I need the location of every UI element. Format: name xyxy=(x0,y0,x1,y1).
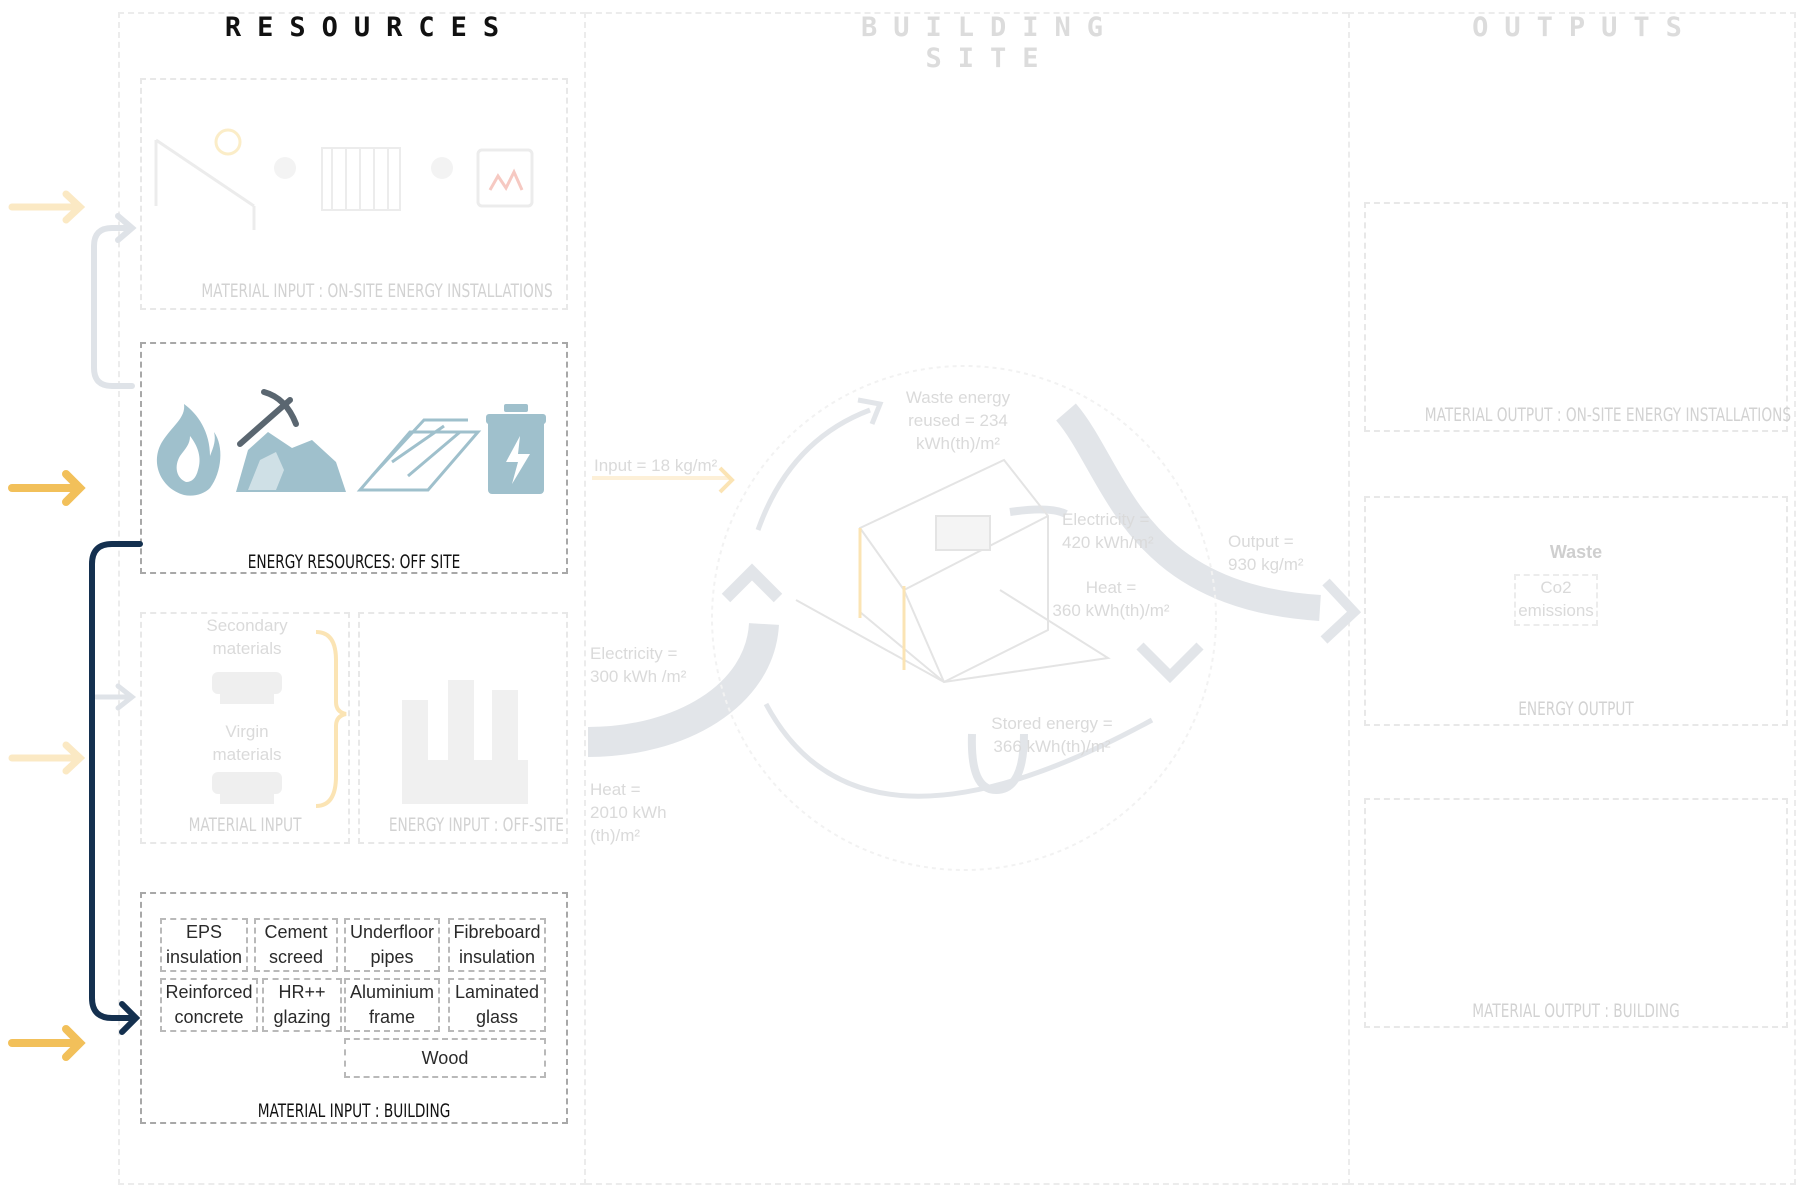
feed-arrow-material xyxy=(8,741,86,775)
co2-box: Co2 emissions xyxy=(1514,574,1598,626)
flow-arrowhead xyxy=(721,563,783,603)
output-building-box: MATERIAL OUTPUT : BUILDING xyxy=(1364,798,1788,1028)
resources-column xyxy=(118,12,586,1185)
material-input-box: Secondary materials Virgin materials MAT… xyxy=(140,612,350,844)
building-site-column xyxy=(586,12,1348,1185)
house-icon xyxy=(795,458,1111,684)
connector-to-onsite xyxy=(91,213,137,389)
stored-energy-label: Stored energy =366 kWh(th)/m² xyxy=(991,714,1113,756)
building-site-title: BUILDING SITE xyxy=(860,12,1120,74)
material-cell-wood: Wood xyxy=(344,1038,546,1078)
onsite-installations-label: MATERIAL INPUT : ON-SITE ENERGY INSTALLA… xyxy=(201,280,553,302)
output-building-label: MATERIAL OUTPUT : BUILDING xyxy=(1472,1000,1680,1022)
brace-icon xyxy=(315,630,347,808)
material-building-label: MATERIAL INPUT : BUILDING xyxy=(257,1100,451,1122)
heat-in-label: Heat =2010 kWh(th)/m² xyxy=(590,780,667,845)
virgin-materials-label: Virgin materials xyxy=(212,722,282,764)
feed-arrow-building xyxy=(8,1025,86,1061)
stove-icon xyxy=(476,148,534,208)
lower-loop-arrow xyxy=(763,702,1154,799)
heat-arrow xyxy=(1009,505,1068,518)
waste-loop-arrow xyxy=(755,407,871,531)
flame-icon xyxy=(156,404,221,496)
output-arrowhead xyxy=(1320,578,1362,644)
heat-out-label: Heat =360 kWh(th)/m² xyxy=(1052,578,1170,620)
material-cell-glazing: HR++glazing xyxy=(262,978,342,1032)
down-arrow xyxy=(1136,642,1204,684)
waste-title: Waste xyxy=(1549,542,1603,562)
feed-arrow-onsite xyxy=(8,190,86,224)
onsite-installations-box: MATERIAL INPUT : ON-SITE ENERGY INSTALLA… xyxy=(140,78,568,310)
resources-title: RESOURCES xyxy=(224,12,516,43)
output-flow xyxy=(1055,403,1321,621)
output-onsite-label: MATERIAL OUTPUT : ON-SITE ENERGY INSTALL… xyxy=(1424,404,1792,426)
electricity-out-label: Electricity =420 kWh/m² xyxy=(1062,510,1154,552)
solar-panel-icon xyxy=(154,128,256,230)
power-plant-icon xyxy=(402,680,528,804)
collector-icon xyxy=(321,147,401,211)
battery-bin-icon xyxy=(486,404,546,494)
storage-loop xyxy=(967,733,1028,795)
material-input-label: MATERIAL INPUT xyxy=(188,814,302,836)
secondary-materials-label: Secondary materials xyxy=(206,616,288,658)
energy-output-box: Waste Co2 emissions ENERGY OUTPUT xyxy=(1364,496,1788,726)
output-label: Output =930 kg/m² xyxy=(1228,532,1304,574)
pickaxe-icon xyxy=(236,389,346,492)
plus-icon xyxy=(274,157,296,179)
energy-input-offsite-box: ENERGY INPUT : OFF-SITE xyxy=(358,612,568,844)
energy-offsite-label: ENERGY RESOURCES: OFF SITE xyxy=(247,551,461,573)
energy-in-flow xyxy=(587,622,779,757)
site-circle xyxy=(711,365,1217,871)
connector-to-material xyxy=(93,683,137,711)
output-onsite-box: MATERIAL OUTPUT : ON-SITE ENERGY INSTALL… xyxy=(1364,202,1792,432)
outputs-title: OUTPUTS xyxy=(1472,12,1698,43)
electricity-in-label: Electricity =300 kWh /m² xyxy=(590,644,687,686)
wood-planks-icon xyxy=(356,418,482,492)
feed-arrow-energy xyxy=(8,470,86,506)
connector-energy-to-building xyxy=(89,541,143,1035)
input-arrowhead xyxy=(718,466,735,494)
input-label: Input = 18 kg/m² xyxy=(594,456,718,475)
material-pallet-icon xyxy=(212,672,282,804)
plus-icon xyxy=(431,157,453,179)
energy-input-offsite-label: ENERGY INPUT : OFF-SITE xyxy=(388,814,564,836)
energy-output-label: ENERGY OUTPUT xyxy=(1518,698,1634,720)
outputs-column xyxy=(1348,12,1796,1185)
